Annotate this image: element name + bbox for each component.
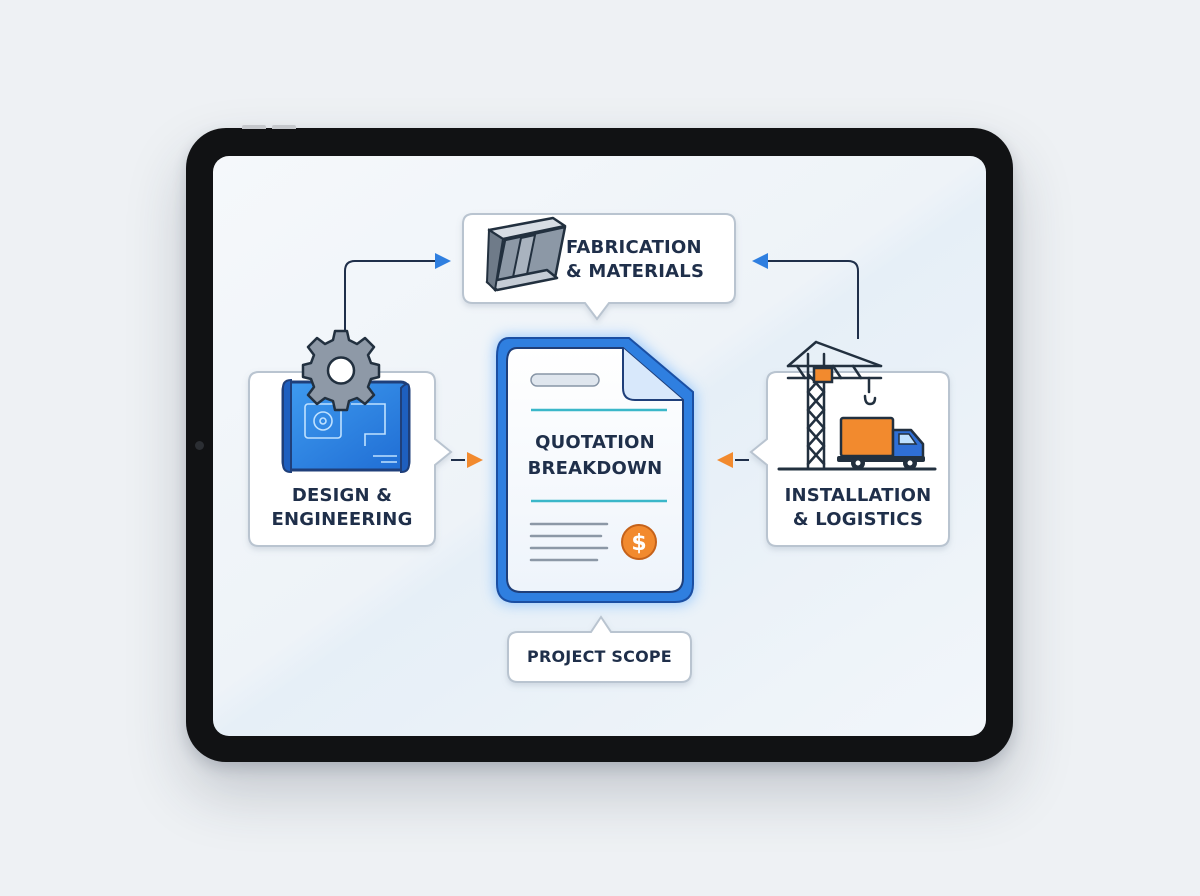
quotation-label-line2: BREAKDOWN	[527, 458, 663, 479]
quotation-label: QUOTATION BREAKDOWN	[507, 430, 683, 482]
blueprint-icon	[281, 378, 411, 474]
svg-text:$: $	[631, 531, 646, 556]
power-button	[272, 125, 296, 129]
fabrication-label: FABRICATION & MATERIALS	[566, 236, 704, 284]
connector-installation-to-quotation	[717, 452, 749, 468]
installation-label: INSTALLATION & LOGISTICS	[767, 484, 949, 532]
connector-installation-to-fabrication	[752, 253, 859, 339]
fabrication-label-line2: & MATERIALS	[566, 261, 705, 282]
tower-crane-icon	[786, 340, 883, 471]
steel-beam-icon	[485, 216, 567, 293]
fabrication-label-line1: FABRICATION	[566, 237, 702, 258]
connector-design-to-quotation	[451, 452, 483, 468]
project-scope-label: PROJECT SCOPE	[527, 647, 672, 666]
quotation-label-line1: QUOTATION	[535, 432, 655, 453]
delivery-truck-icon	[777, 416, 937, 471]
installation-label-line2: & LOGISTICS	[792, 509, 924, 530]
gear-icon	[301, 329, 381, 412]
camera-icon	[195, 441, 204, 450]
arrow-head-icon	[467, 452, 483, 468]
arrow-head-icon	[752, 253, 768, 269]
arrow-head-icon	[435, 253, 451, 269]
volume-button	[242, 125, 266, 129]
connector-design-to-fabrication	[344, 253, 451, 331]
tablet-screen: $ FABRICATION & MATERIALS DESIGN & ENGIN…	[213, 156, 986, 736]
design-label-line2: ENGINEERING	[271, 509, 413, 530]
arrow-head-icon	[717, 452, 733, 468]
design-label: DESIGN & ENGINEERING	[249, 484, 435, 532]
workflow-diagram: $	[248, 213, 950, 683]
installation-label-line1: INSTALLATION	[784, 485, 932, 506]
design-label-line1: DESIGN &	[291, 485, 393, 506]
project-scope-card	[507, 615, 692, 683]
dollar-coin-icon: $	[621, 524, 657, 560]
